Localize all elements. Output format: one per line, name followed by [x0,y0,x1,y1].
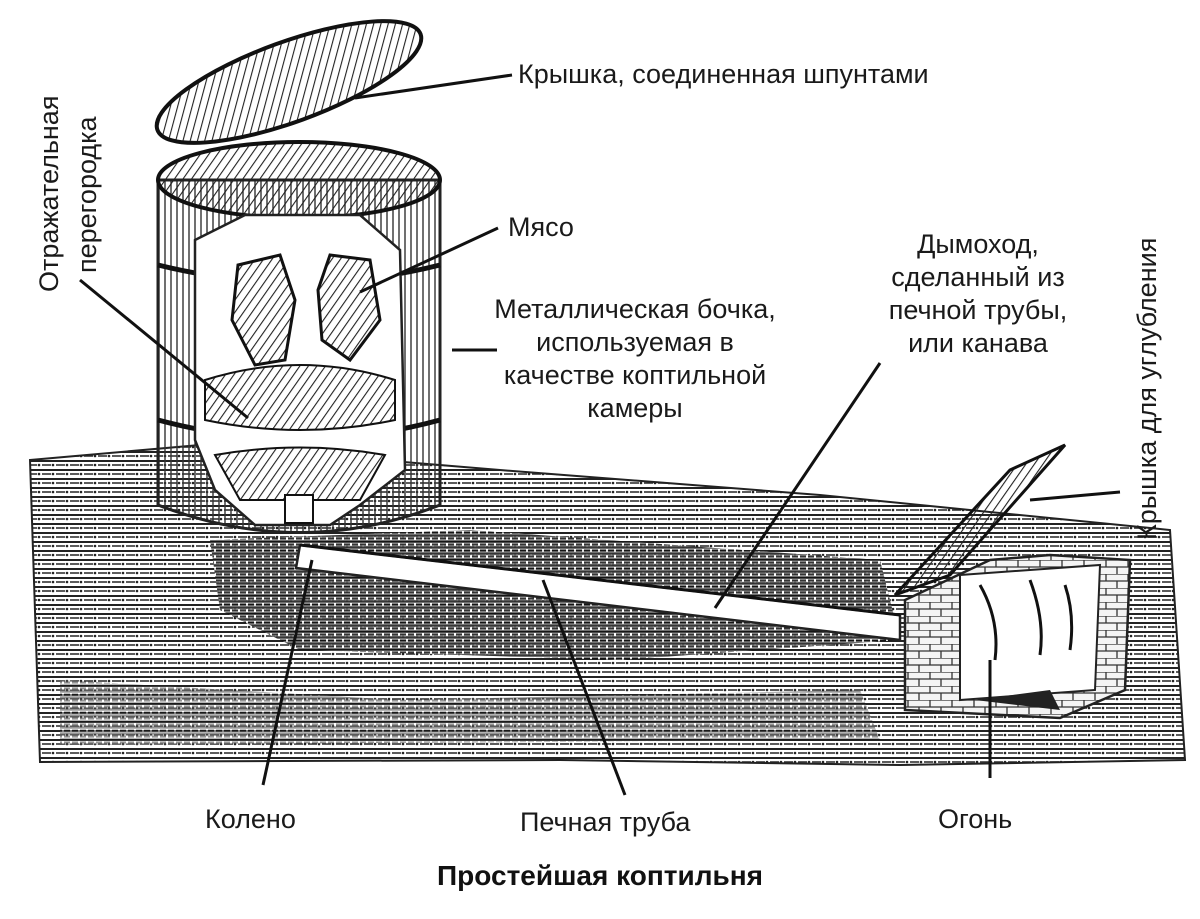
label-pit-cover: Крышка для углубления [1132,237,1162,540]
label-fire: Огонь [938,804,1013,834]
leader-pit-cover [1029,490,1121,502]
barrel-lid [154,19,424,145]
figure-caption: Простейшая коптильня [437,860,763,891]
label-baffle-line1: Отражательная [34,95,64,292]
label-meat: Мясо [508,212,574,242]
label-barrel-line1: Металлическая бочка, [494,294,776,324]
pit-cover [893,443,1067,597]
label-chimney: Дымоход, сделанный из печной трубы, или … [858,228,1098,360]
label-chimney-line3: печной трубы, [888,295,1068,325]
label-baffle-line2: перегородка [72,116,102,273]
stovepipe [294,543,902,642]
leader-stovepipe [541,579,627,796]
label-chimney-line1: Дымоход, [917,229,1039,259]
label-barrel-line3: качестве коптильной [503,360,767,390]
leader-lid [354,73,513,100]
leader-meat [359,226,499,294]
label-barrel-line2: используемая в [536,327,734,357]
label-elbow: Колено [205,804,296,834]
label-barrel: Металлическая бочка, используемая в каче… [455,293,815,425]
meat [230,253,382,367]
label-barrel-line4: камеры [587,393,683,423]
leader-chimney [713,362,882,609]
fire-pit [903,553,1132,720]
metal-barrel [156,140,442,534]
leader-elbow [261,559,314,786]
label-lid: Крышка, соединенная шпунтами [518,59,929,89]
label-stovepipe: Печная труба [520,807,691,837]
leader-lines [79,73,1121,796]
label-chimney-line2: сделанный из [891,262,1065,292]
label-chimney-line4: или канава [908,328,1048,358]
leader-baffle [79,278,249,420]
